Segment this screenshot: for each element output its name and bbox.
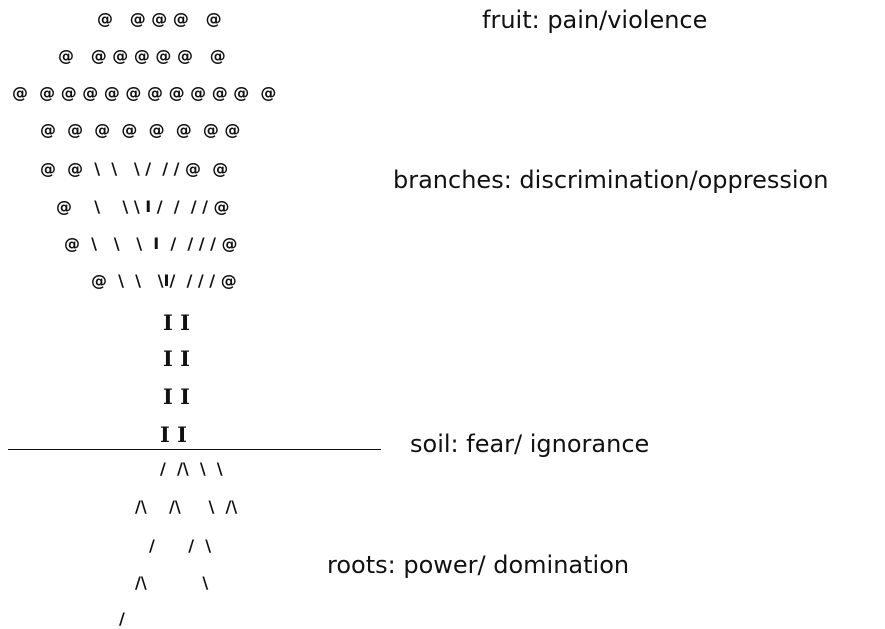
roots-row: / /\ \ \	[160, 459, 223, 478]
branches-row: @ \ \ \I/ / / / @	[91, 271, 237, 290]
fruit-row: @ @ @ @ @ @ @ @ @ @ @ @	[12, 83, 277, 102]
fruit-row: @ @ @ @ @	[97, 9, 222, 28]
roots-row: /\ \	[135, 573, 209, 592]
fruit-row: @ @ \ \ \ / / / @ @	[40, 159, 229, 178]
branches-row: @ \ \ \ I / / / / @	[56, 197, 230, 216]
roots-row: / / \	[149, 536, 212, 555]
branches-label: branches: discrimination/oppression	[393, 166, 829, 194]
roots-row: /	[119, 609, 125, 628]
branches-row: @ \ \ \ I / / / / @	[64, 234, 238, 253]
soil-line	[8, 449, 381, 450]
trunk-row: I I	[163, 384, 190, 409]
roots-label: roots: power/ domination	[327, 551, 630, 579]
trunk-row: I I	[163, 346, 190, 371]
fruit-label: fruit: pain/violence	[482, 6, 708, 34]
trunk-row: I I	[163, 310, 190, 335]
fruit-row: @ @ @ @ @ @ @ @	[40, 120, 241, 139]
soil-label: soil: fear/ ignorance	[410, 430, 650, 458]
fruit-row: @ @ @ @ @ @ @	[58, 46, 226, 65]
trunk-row: I I	[160, 422, 187, 447]
roots-row: /\ /\ \ /\	[135, 497, 238, 516]
